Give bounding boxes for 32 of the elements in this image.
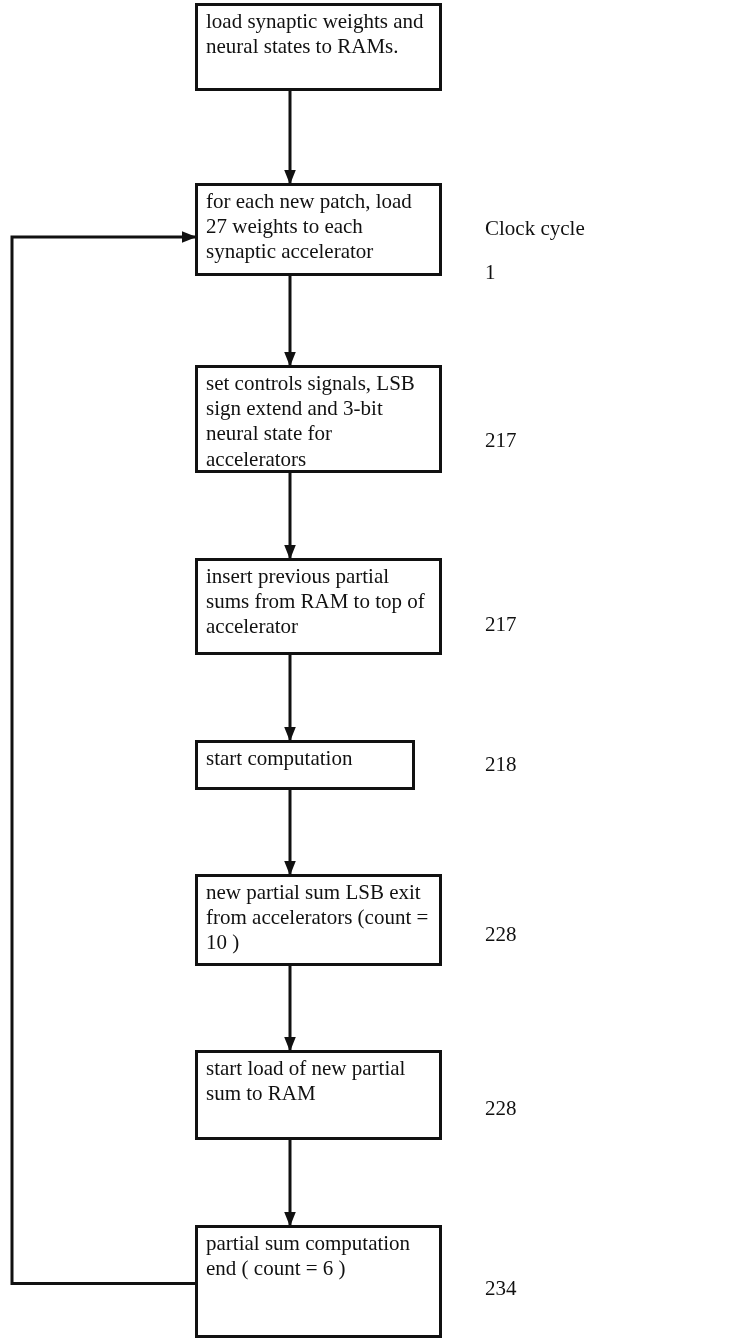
clock-cycle-value: 228 — [485, 922, 517, 948]
column-heading: Clock cycle — [485, 216, 585, 242]
arrow — [284, 276, 296, 367]
process-box — [195, 740, 415, 790]
arrow — [284, 1140, 296, 1227]
process-box — [195, 3, 442, 91]
step-text: set controls signals, LSB sign extend and 3-bit neural state for accelerators — [206, 371, 416, 472]
process-box — [195, 1050, 442, 1140]
clock-cycle-value: 217 — [485, 612, 517, 638]
clock-cycle-value: 217 — [485, 428, 517, 454]
step-text: load synaptic weights and neural states to RAMs. — [206, 9, 425, 60]
clock-cycle-value: 1 — [485, 260, 496, 286]
process-box — [195, 1225, 442, 1338]
step-text: for each new patch, load 27 weights to each synaptic accelerator — [206, 189, 413, 265]
step-text: partial sum computation end ( count = 6 ) — [206, 1231, 412, 1282]
arrow — [284, 966, 296, 1052]
process-box — [195, 183, 442, 276]
clock-cycle-value: 234 — [485, 1276, 517, 1302]
step-text: start load of new partial sum to RAM — [206, 1056, 407, 1107]
arrow — [284, 473, 296, 560]
process-box — [195, 558, 442, 655]
clock-cycle-value: 228 — [485, 1096, 517, 1122]
step-text: new partial sum LSB exit from accelerators (count = 10 ) — [206, 880, 430, 956]
process-box — [195, 365, 442, 473]
process-box — [195, 874, 442, 966]
arrow — [10, 231, 197, 1285]
arrow — [284, 655, 296, 742]
arrow — [284, 91, 296, 185]
clock-cycle-value: 218 — [485, 752, 517, 778]
step-text: insert previous partial sums from RAM to top of accelerator — [206, 564, 426, 640]
step-text: start computation — [206, 746, 354, 772]
arrow — [284, 790, 296, 876]
